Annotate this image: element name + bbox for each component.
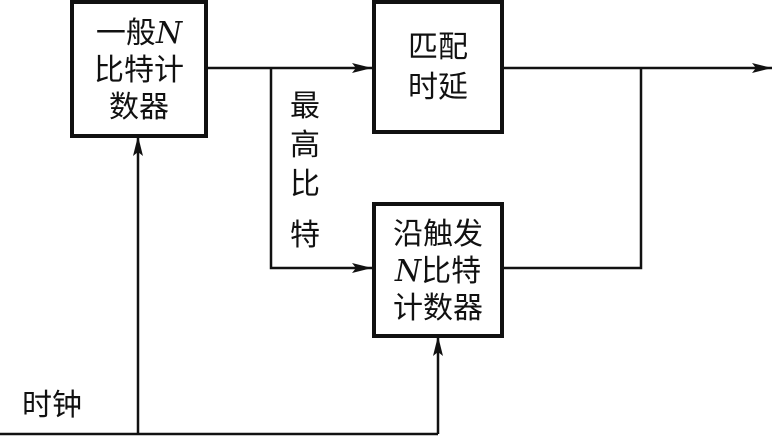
matched-delay-label-line2: 时延: [408, 70, 468, 105]
edge-counter-label-line2: N比特: [394, 254, 481, 289]
wires: [0, 63, 772, 436]
msb-label-char: 高: [290, 128, 320, 163]
clock-signal-label: 时钟: [22, 388, 82, 423]
edge-counter-block: 沿触发 N比特 计数器: [372, 202, 504, 338]
msb-branch-wire: [269, 68, 372, 273]
edge-counter-label-line3: 计数器: [393, 291, 483, 326]
msb-label-char: 最: [290, 89, 320, 124]
edge-counter-label-line1: 沿触发: [393, 217, 483, 252]
normal-counter-block: 一般N 比特计 数器: [70, 0, 208, 138]
normal-counter-label-line3: 数器: [109, 90, 169, 125]
msb-label-char: 特: [290, 218, 320, 253]
matched-delay-block: 匹配 时延: [372, 0, 504, 134]
normal-counter-label-line1: 一般N: [96, 16, 184, 51]
msb-signal-label: 最 高 比 特: [290, 89, 320, 253]
matched-delay-label-line1: 匹配: [408, 30, 468, 65]
edge-counter-output-wire: [502, 68, 643, 270]
msb-label-char: 比: [290, 167, 320, 202]
normal-counter-label-line2: 比特计: [94, 53, 184, 88]
